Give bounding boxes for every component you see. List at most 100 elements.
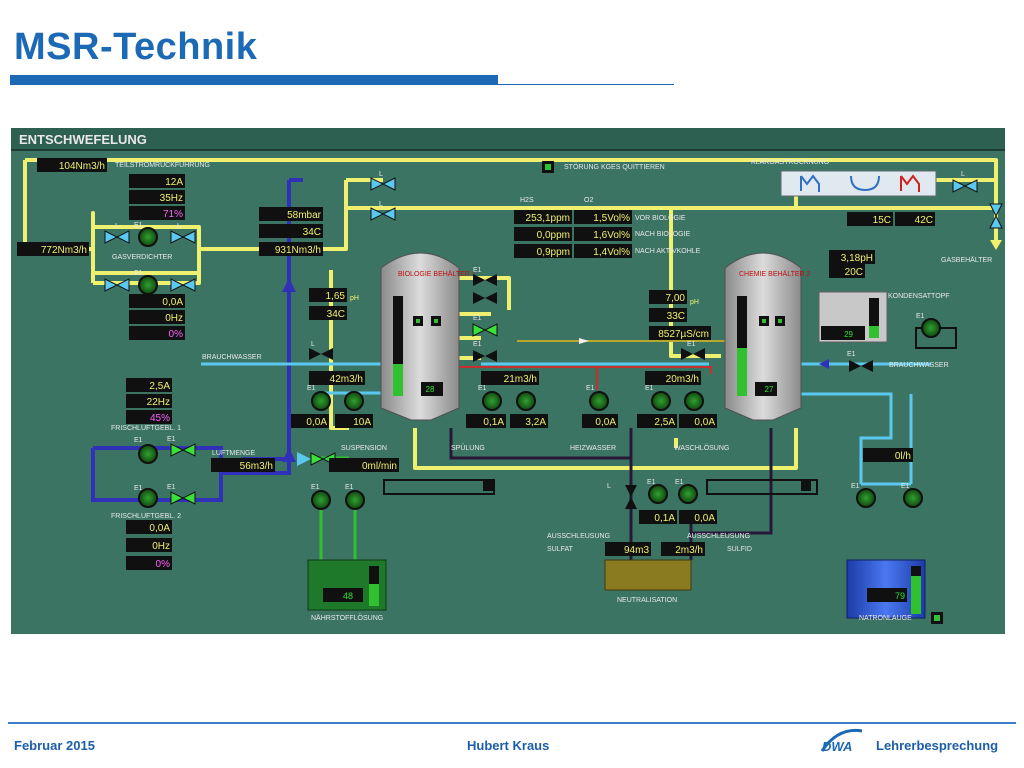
suspension-ack-button[interactable] [483, 481, 493, 491]
readout-value: 2,5A [654, 417, 675, 428]
readout-value: 0,0A [694, 417, 715, 428]
slide-title: MSR-Technik [14, 26, 258, 68]
readout-value: 931Nm3/h [275, 245, 321, 256]
readout-fl1-pct: 45% [126, 410, 172, 424]
readout-value: 35Hz [160, 193, 183, 204]
readout-value: 1,5Vol% [593, 213, 630, 224]
kondensattopf: 29 KONDENSATTOPF [818, 291, 957, 349]
svg-text:E1: E1 [345, 484, 354, 491]
neutralisation-tank: NEUTRALISATION [604, 559, 692, 604]
wasch-ack-button[interactable] [801, 481, 811, 491]
scada-header-bar [11, 128, 1005, 150]
scada-header: ENTSCHWEFELUNG [19, 132, 147, 147]
readout-gv-pct: 71% [129, 206, 185, 220]
readout-sulfat-vol: 94m3 [605, 542, 651, 556]
svg-text:E1: E1 [134, 270, 143, 277]
readout-value: 3,18pH [841, 253, 873, 264]
readout-value: 94m3 [624, 545, 649, 556]
label-ausschl-sulfat-1: AUSSCHLEUSUNG [547, 533, 610, 540]
b2-level-value: 27 [765, 385, 774, 394]
label-nach-bio: NACH BIOLOGIE [635, 231, 691, 238]
label-ph-b1: pH [350, 295, 359, 302]
readout-value: 0% [156, 559, 171, 570]
readout-gv-current: 12A [129, 174, 185, 188]
readout-value: 0Hz [165, 313, 183, 324]
footer-date: Februar 2015 [14, 738, 95, 753]
svg-text:L: L [379, 201, 383, 208]
svg-text:E1: E1 [473, 267, 482, 274]
dwa-logo-text: DWA [822, 739, 852, 754]
kond-level-value: 29 [844, 330, 853, 339]
heating-pipe [421, 366, 712, 374]
readout-value: 0,0A [595, 417, 616, 428]
readout-kt-temp2: 42C [895, 212, 935, 226]
label-neutralisation: NEUTRALISATION [617, 597, 677, 604]
readout-neut-p2: 0,0A [679, 510, 717, 524]
readout-value: 8527µS/cm [658, 329, 709, 340]
title-underline-thin [498, 84, 674, 85]
svg-text:E1: E1 [473, 315, 482, 322]
readout-wasch-p1: 2,5A [637, 414, 677, 428]
svg-text:E1: E1 [134, 222, 143, 229]
readout-value: 2m3/h [675, 545, 703, 556]
svg-text:L: L [607, 483, 611, 490]
readout-value: 0,0A [162, 297, 183, 308]
readout-fl1-freq: 22Hz [126, 394, 172, 408]
readout-value: 0,0A [306, 417, 327, 428]
readout-fl1-current: 2,5A [126, 378, 172, 392]
readout-value: 56m3/h [240, 461, 273, 472]
readout-spuel-p1: 0,1A [466, 414, 506, 428]
svg-text:E1: E1 [167, 484, 176, 491]
readout-fl2-freq: 0Hz [126, 538, 172, 552]
label-waschloesung: WASCHLÖSUNG [674, 444, 729, 452]
naehr-level-value: 48 [343, 591, 353, 601]
label-bio-1: BIOLOGIE BEHÄLTER 1 [398, 270, 476, 278]
label-kondensattopf: KONDENSATTOPF [888, 293, 950, 300]
label-frischluft-1: FRISCHLUFTGEBL. 1 [111, 425, 181, 432]
readout-value: 1,4Vol% [593, 247, 630, 258]
biologie-behaelter-1: 28 BIOLOGIE BEHÄLTER 1 [380, 252, 476, 421]
readout-pressure: 58mbar [259, 207, 323, 221]
readout-fl2-current: 0,0A [126, 520, 172, 534]
readout-gv-freq: 35Hz [129, 190, 185, 204]
label-gasverdichter: GASVERDICHTER [112, 254, 172, 261]
svg-text:E1: E1 [586, 385, 595, 392]
readout-o2-vor: 1,5Vol% [574, 210, 632, 224]
svg-text:L: L [311, 341, 315, 348]
readout-value: 34C [303, 227, 321, 238]
readout-value: 0ml/min [362, 461, 397, 472]
readout-b2-ph: 7,00 [649, 290, 687, 304]
readout-value: 0,9ppm [537, 247, 570, 258]
label-h2s: H2S [520, 197, 534, 204]
readout-value: 22Hz [147, 397, 170, 408]
readout-value: 0l/h [895, 451, 911, 462]
svg-text:E1: E1 [134, 485, 143, 492]
readout-value: 12A [165, 177, 183, 188]
scada-process-screen: ENTSCHWEFELUNG [11, 128, 1005, 634]
label-luftmenge: LUFTMENGE [212, 450, 256, 457]
label-ph-b2: pH [690, 299, 699, 306]
readout-teilstrom-flow: 104Nm3/h [37, 158, 107, 172]
label-ausschl-sulfid-1: AUSSCHLEUSUNG [687, 533, 750, 540]
label-klaergastrocknung: KLÄRGASTROCKNUNG [751, 158, 829, 166]
title-underline [10, 75, 498, 85]
svg-text:E1: E1 [916, 313, 925, 320]
label-brauchwasser-left: BRAUCHWASSER [202, 354, 262, 361]
svg-text:E1: E1 [675, 479, 684, 486]
readout-value: 0,0ppm [537, 230, 570, 241]
svg-text:E1: E1 [167, 436, 176, 443]
readout-value: 1,65 [326, 291, 346, 302]
readout-value: 104Nm3/h [59, 161, 105, 172]
label-nach-akt: NACH AKTIVKOHLE [635, 248, 701, 255]
readout-value: 2,5A [149, 381, 170, 392]
footer-event: Lehrerbesprechung [876, 738, 999, 753]
readout-value: 42C [915, 215, 933, 226]
readout-b2-cond: 8527µS/cm [649, 326, 711, 340]
svg-text:E1: E1 [647, 479, 656, 486]
readout-value: 0,1A [483, 417, 504, 428]
pumps [138, 227, 941, 510]
svg-text:L: L [961, 171, 965, 178]
readout-value: 1,6Vol% [593, 230, 630, 241]
readout-spuel-p2: 3,2A [510, 414, 548, 428]
svg-text:E1: E1 [478, 385, 487, 392]
